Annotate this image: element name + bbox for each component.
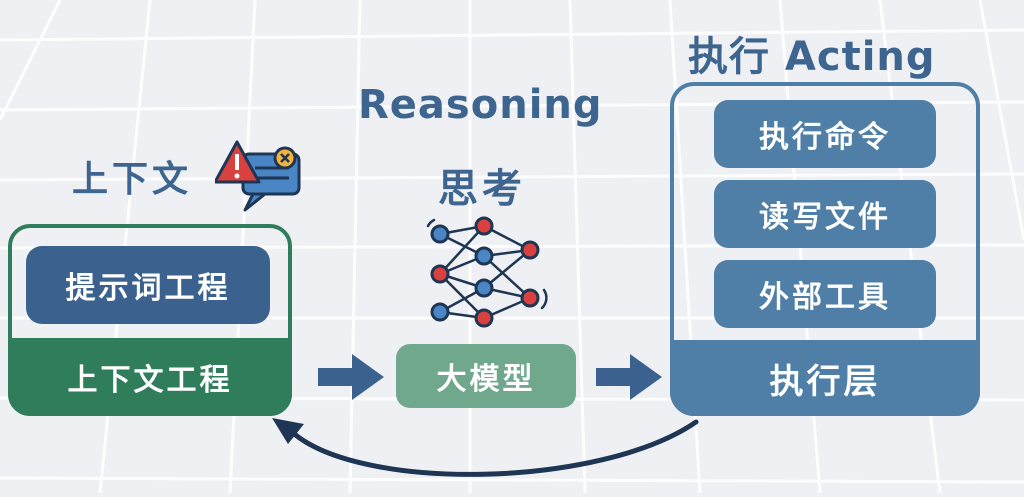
warning-chat-icon — [213, 138, 305, 218]
reasoning-title-en: Reasoning — [358, 82, 603, 128]
acting-item: 执行命令 — [714, 100, 936, 168]
acting-item: 读写文件 — [714, 180, 936, 248]
arrow-right-icon — [596, 352, 662, 402]
neural-network-icon — [418, 212, 558, 336]
acting-title: 执行 Acting — [688, 34, 936, 80]
acting-item: 外部工具 — [714, 260, 936, 328]
context-engineering-box: 上下文工程 — [8, 338, 292, 416]
execution-layer-box: 执行层 — [670, 340, 980, 416]
arrow-right-icon — [318, 352, 384, 402]
reasoning-title-cn: 思考 — [438, 166, 526, 212]
prompt-engineering-box: 提示词工程 — [26, 246, 270, 324]
llm-box: 大模型 — [396, 344, 576, 408]
context-title: 上下文 — [72, 159, 193, 200]
